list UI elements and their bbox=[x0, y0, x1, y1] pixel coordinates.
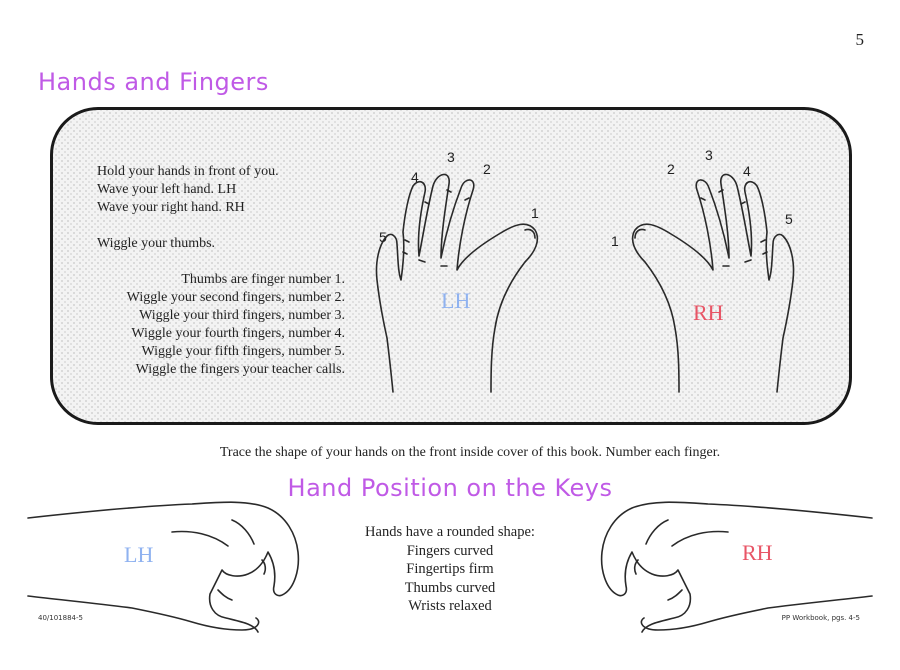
trace-instruction: Trace the shape of your hands on the fro… bbox=[219, 445, 721, 460]
instruction-line: Wiggle your second fingers, number 2. bbox=[126, 290, 345, 305]
right-hand-illustration: 1 2 3 4 5 RH bbox=[605, 140, 805, 400]
lh-finger-number-3: 3 bbox=[447, 149, 455, 165]
instruction-line: Wiggle your thumbs. bbox=[97, 236, 216, 251]
left-position-label: LH bbox=[124, 542, 153, 567]
hands-panel bbox=[50, 107, 852, 425]
instruction-line: Thumbs are finger number 1. bbox=[181, 272, 345, 287]
instruction-line: Wiggle your fourth fingers, number 4. bbox=[131, 326, 345, 341]
rh-finger-number-3: 3 bbox=[705, 147, 713, 163]
lh-finger-number-1: 1 bbox=[531, 205, 539, 221]
hand-shape-line: Fingers curved bbox=[406, 542, 494, 559]
page-number: 5 bbox=[855, 30, 865, 49]
hand-shape-line: Thumbs curved bbox=[404, 579, 496, 596]
right-position-label: RH bbox=[742, 540, 773, 565]
instructions-list: Hold your hands in front of you. Wave yo… bbox=[97, 163, 345, 379]
footer-code: 40/101884-5 bbox=[38, 614, 83, 622]
lh-finger-number-4: 4 bbox=[411, 169, 419, 185]
lh-finger-number-2: 2 bbox=[483, 161, 491, 177]
instruction-line: Wiggle your third fingers, number 3. bbox=[139, 308, 345, 323]
hand-shape-line: Hands have a rounded shape: bbox=[365, 524, 535, 540]
section-title-hands-and-fingers: Hands and Fingers bbox=[38, 68, 269, 96]
rh-finger-number-5: 5 bbox=[785, 211, 793, 227]
rh-label: RH bbox=[693, 300, 724, 325]
instruction-line: Wave your right hand. RH bbox=[97, 200, 245, 215]
instruction-line: Hold your hands in front of you. bbox=[97, 164, 279, 179]
hand-shape-line: Fingertips firm bbox=[406, 561, 494, 577]
hand-shape-line: Wrists relaxed bbox=[408, 598, 492, 614]
section-title-hand-position: Hand Position on the Keys bbox=[287, 474, 613, 502]
instruction-line: Wiggle the fingers your teacher calls. bbox=[135, 362, 345, 377]
lh-finger-number-5: 5 bbox=[379, 229, 387, 245]
left-hand-position-illustration: LH bbox=[22, 490, 302, 640]
rh-finger-number-4: 4 bbox=[743, 163, 751, 179]
instruction-line: Wiggle your fifth fingers, number 5. bbox=[141, 344, 345, 359]
footer-reference: PP Workbook, pgs. 4-5 bbox=[781, 614, 860, 622]
lh-label: LH bbox=[441, 288, 470, 313]
rh-finger-number-2: 2 bbox=[667, 161, 675, 177]
left-hand-illustration: 5 4 3 2 1 LH bbox=[365, 140, 565, 400]
hand-shape-list: Hands have a rounded shape: Fingers curv… bbox=[300, 523, 600, 616]
rh-finger-number-1: 1 bbox=[611, 233, 619, 249]
instruction-line: Wave your left hand. LH bbox=[97, 182, 237, 197]
right-hand-position-illustration: RH bbox=[598, 490, 878, 640]
